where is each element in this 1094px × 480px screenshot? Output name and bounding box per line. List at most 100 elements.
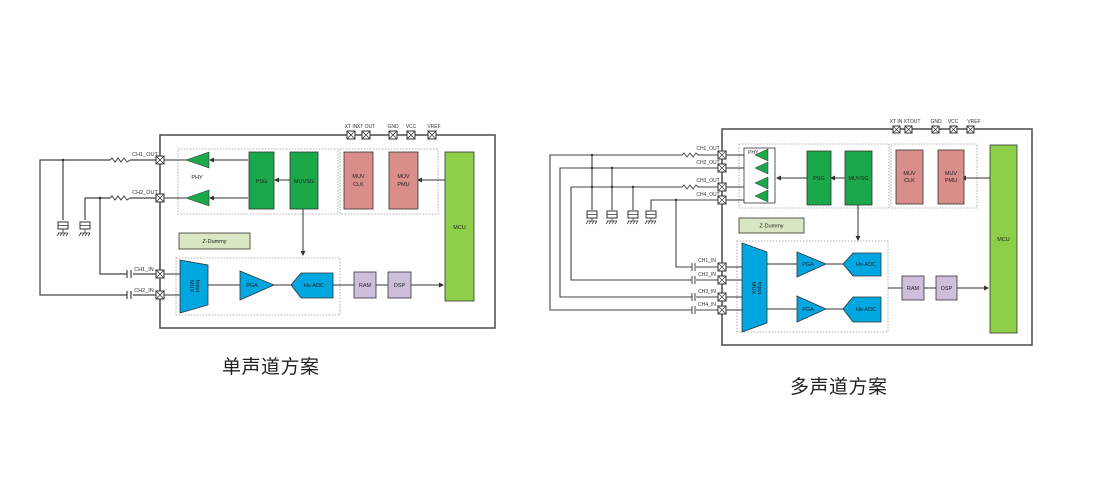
pin-label: XT IN <box>890 119 903 125</box>
muv-pmu-label-2: PMU <box>397 182 409 188</box>
resistor-ch2 <box>109 195 131 201</box>
muv-clk-label-2: CLK <box>353 182 364 188</box>
dsp-label: DSP <box>941 286 953 292</box>
muv-clk-label-1: MUV <box>352 174 365 180</box>
muvsg-block: MUVSG <box>289 151 319 210</box>
pga-block-1: PGA <box>796 251 828 278</box>
pin-label: GND <box>387 124 399 130</box>
pin-vcc: VCC <box>948 119 959 134</box>
pga-label: PGA <box>802 307 814 313</box>
dsp-block: DSP <box>935 275 958 301</box>
mcu-label: MCU <box>997 237 1010 243</box>
mono-diagram: XT IN XT OUT GND VCC VREF <box>39 124 496 329</box>
z-dummy-label: Z-Dummy <box>202 239 226 245</box>
multi-caption: 多声道方案 <box>790 376 888 398</box>
adc-block: Hs-ADC <box>290 272 334 299</box>
pin-label: CH1_IN <box>698 258 716 264</box>
input-mux-label-1: Input <box>756 282 762 295</box>
capacitor-ch1-in <box>126 270 132 278</box>
mcu-label: MCU <box>453 225 466 231</box>
pin-xt-in: XT IN <box>890 119 903 134</box>
input-mux-label-2: MUX <box>750 282 756 295</box>
muv-pmu-label-1: MUV <box>945 171 958 177</box>
psg-block: PSG <box>806 150 832 206</box>
mcu-block: MCU <box>989 144 1018 334</box>
phy-label: PHY <box>748 150 759 156</box>
adc-block-2: Hs-ADC <box>842 296 882 323</box>
top-pins: XT IN XTOUT GND VCC VREF <box>890 119 981 134</box>
capacitor-ch2-in <box>126 291 132 299</box>
pin-label: CH2_OUT <box>132 190 158 196</box>
psg-label: PSG <box>813 176 825 182</box>
ram-block: RAM <box>353 271 377 299</box>
phy-amp-3 <box>754 176 769 190</box>
pga-label: PGA <box>802 262 814 268</box>
transducer-1 <box>56 221 69 237</box>
muv-clk-label-1: MUV <box>903 171 916 177</box>
pin-label: CH3_OUT <box>696 178 719 184</box>
phy-amp-1 <box>754 148 769 162</box>
pin-label: CH4_OUT <box>696 192 719 198</box>
dsp-block: DSP <box>387 271 412 299</box>
muv-pmu-block: MUV PMU <box>388 151 419 210</box>
muv-pmu-label-2: PMU <box>945 178 957 184</box>
pin-xt-out: XTOUT <box>904 119 921 134</box>
transducer-2 <box>605 210 618 225</box>
pin-label: VREF <box>427 124 440 130</box>
pin-ch4-in: CH4_IN <box>698 302 727 315</box>
muv-pmu-label-1: MUV <box>397 174 410 180</box>
mono-caption: 单声道方案 <box>222 356 320 378</box>
pga-label: PGA <box>246 283 258 289</box>
muv-clk-block: MUV CLK <box>343 151 374 210</box>
adc-label: Hs-ADC <box>856 262 876 268</box>
dsp-label: DSP <box>394 283 406 289</box>
input-mux-label-1: Input <box>194 280 200 293</box>
top-pins: XT IN XT OUT GND VCC VREF <box>345 124 441 140</box>
input-group <box>175 257 341 316</box>
phy-label: PHY <box>191 175 203 181</box>
output-group <box>177 148 339 215</box>
adc-block-1: Hs-ADC <box>842 252 882 277</box>
ram-label: RAM <box>907 286 920 292</box>
pin-label: CH2_IN <box>134 288 154 294</box>
input-mux-block: Input MUX <box>741 242 768 333</box>
pin-label: XT OUT <box>357 124 375 130</box>
pin-label: VCC <box>948 119 959 125</box>
transducer-2 <box>78 221 91 237</box>
transducer-3 <box>626 210 639 225</box>
psg-block: PSG <box>248 151 275 210</box>
pin-label: CH1_OUT <box>132 152 158 158</box>
psg-label: PSG <box>256 179 268 185</box>
transducer-4 <box>644 210 657 225</box>
muvsg-label: MUVSG <box>294 179 314 185</box>
phy-amp-1 <box>185 151 210 169</box>
external-wiring <box>549 154 722 311</box>
muv-pmu-block: MUV PMU <box>937 149 965 205</box>
z-dummy-block: Z-Dummy <box>178 232 251 250</box>
phy-amp-4 <box>754 189 769 203</box>
pin-gnd: GND <box>930 119 942 134</box>
z-dummy-block: Z-Dummy <box>738 217 805 234</box>
muvsg-label: MUVSG <box>848 176 868 182</box>
phy-amp-2 <box>754 161 769 175</box>
mcu-block: MCU <box>444 151 475 302</box>
input-group <box>736 240 889 333</box>
pin-label: VREF <box>967 119 980 125</box>
muvsg-block: MUVSG <box>844 150 873 206</box>
pin-label: CH1_OUT <box>696 146 719 152</box>
resistor-ch1 <box>109 157 131 163</box>
pin-xt-in: XT IN <box>345 124 358 140</box>
pin-label: VCC <box>406 124 417 130</box>
pin-label: CH4_IN <box>698 302 716 308</box>
phy-block: PHY <box>743 147 776 204</box>
pin-label: XTOUT <box>904 119 921 125</box>
pin-label: CH1_IN <box>134 267 154 273</box>
transducer-1 <box>585 210 598 225</box>
pin-vref: VREF <box>966 119 981 134</box>
multi-diagram: XT IN XTOUT GND VCC VREF <box>549 119 1033 346</box>
output-group <box>738 143 890 209</box>
z-dummy-label: Z-Dummy <box>759 224 783 230</box>
pin-vcc: VCC <box>406 124 417 140</box>
internal-wiring <box>164 157 446 296</box>
